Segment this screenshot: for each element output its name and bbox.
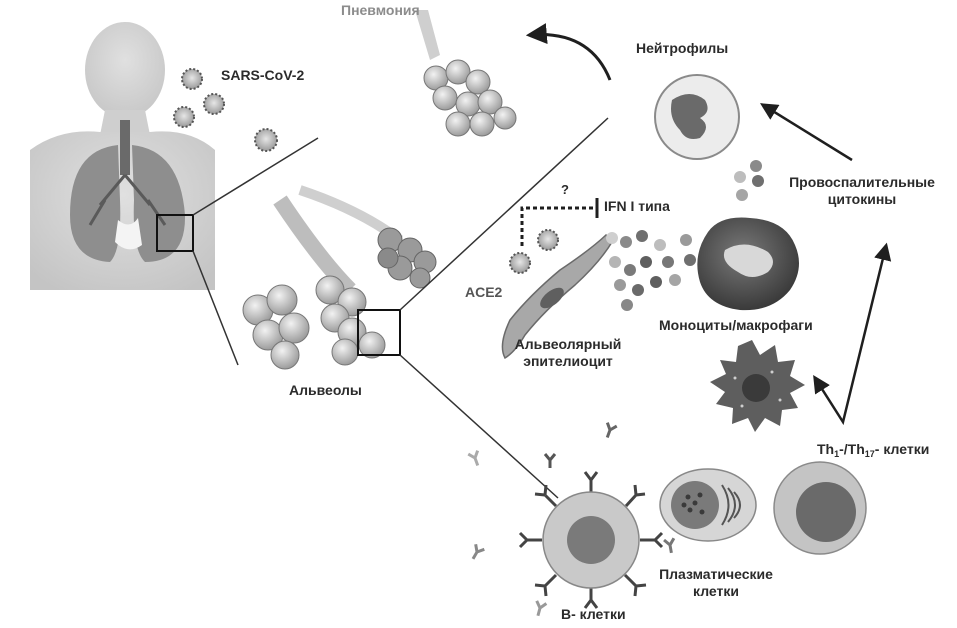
question-mark: ? — [561, 182, 569, 197]
ifn-label: IFN I типа — [604, 198, 670, 214]
cytokine-molecules — [734, 160, 764, 201]
cytokines-label-line1: Провоспалительные — [789, 174, 935, 190]
antibody-icon — [605, 422, 618, 439]
arrow-to-pneumonia — [525, 23, 612, 81]
virus-particle — [203, 93, 225, 115]
virus-particle — [509, 252, 531, 274]
lung-zoom-box — [156, 214, 194, 252]
antibody-icon — [467, 450, 480, 467]
virus-particle — [173, 106, 195, 128]
th-mid: -/Th — [839, 441, 865, 457]
virus-particle — [181, 68, 203, 90]
sars-cov-2-label: SARS-CoV-2 — [221, 67, 305, 83]
cytokines-label-line2: цитокины — [827, 191, 897, 207]
zoom-line-epithelium — [399, 117, 609, 311]
plasma-cells-label-line1: Плазматические — [659, 566, 773, 582]
lungs — [70, 120, 186, 262]
epithelium-label-line1: Альвеолярный — [514, 336, 622, 352]
th-suffix: - клетки — [874, 441, 930, 457]
th-sub-17: 17 — [864, 449, 875, 459]
arrow-cytokines-to-neutrophils — [760, 103, 853, 162]
neutrophil-cell — [654, 74, 740, 160]
plasma-cells-label-line2: клетки — [693, 583, 739, 599]
monocyte-macrophage-cell — [697, 217, 799, 311]
b-cell — [518, 471, 664, 609]
antibody-icon — [471, 544, 485, 560]
th-cells-arrows — [813, 242, 892, 426]
cytokine-molecules-cluster — [606, 230, 696, 311]
alveoli-zoom-box — [357, 309, 401, 356]
ifn-inhibition-line — [520, 206, 594, 246]
alveoli-label: Альвеолы — [289, 382, 362, 398]
th-prefix: Th — [817, 441, 835, 457]
cytokines-label: Провоспалительные цитокины — [778, 174, 946, 208]
dendritic-cell — [710, 340, 805, 432]
zoom-line-bottom — [192, 250, 239, 366]
antibody-icon — [543, 453, 557, 468]
pneumonia-alveoli — [415, 10, 517, 137]
monocytes-label: Моноциты/макрофаги — [659, 317, 813, 333]
th-cells-label: Th1-/Th17- клетки — [817, 441, 929, 463]
zoom-line-top — [192, 137, 319, 216]
neutrophils-label: Нейтрофилы — [636, 40, 729, 56]
alveoli-cluster — [242, 185, 437, 370]
ace2-label: ACE2 — [465, 284, 503, 300]
virus-particle — [254, 128, 278, 152]
plasma-cell — [659, 468, 757, 542]
epithelium-label: Альвеолярный эпителиоцит — [506, 336, 630, 370]
virus-particle — [537, 229, 559, 251]
antibody-icon — [535, 600, 548, 617]
epithelium-label-line2: эпителиоцит — [523, 353, 613, 369]
zoom-line-bcell — [399, 354, 559, 499]
th-sub-1: 1 — [834, 449, 840, 459]
antibody-icon — [663, 537, 676, 554]
alveolar-epithelial-cell — [501, 233, 613, 360]
b-cells-label: B- клетки — [561, 606, 626, 622]
plasma-cells-label: Плазматические клетки — [650, 566, 782, 600]
activated-lymphocyte — [773, 461, 867, 555]
pneumonia-label: Пневмония — [341, 2, 420, 18]
